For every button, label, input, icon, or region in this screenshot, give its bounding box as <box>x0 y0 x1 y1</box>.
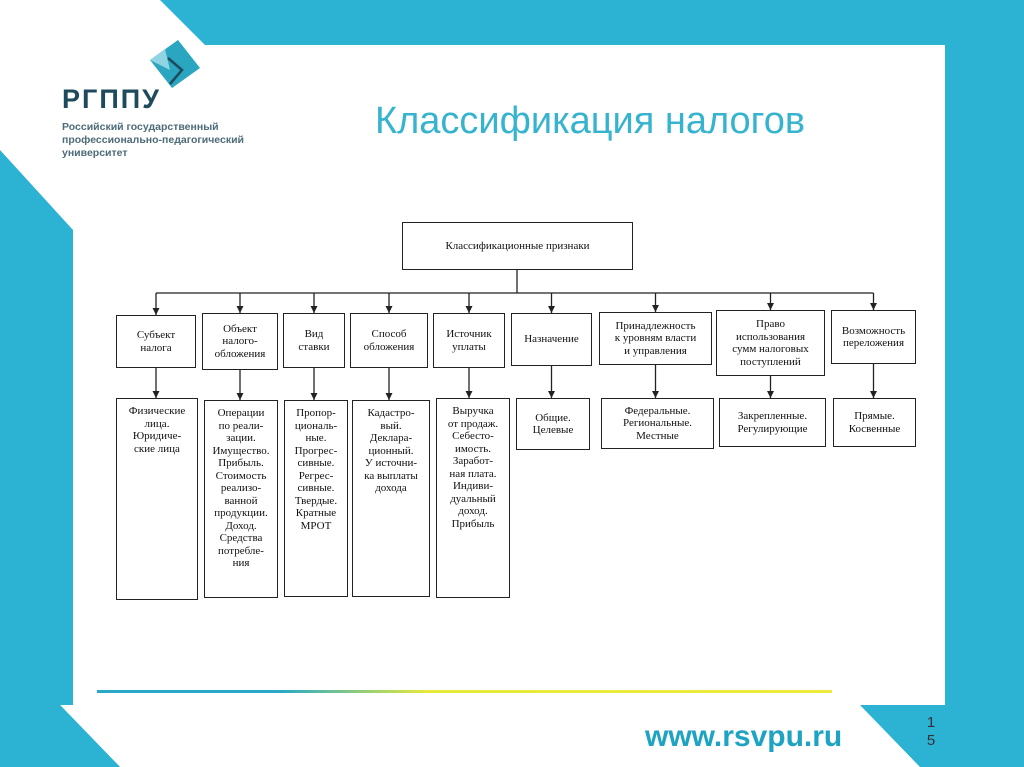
arrowhead-icon <box>465 391 473 398</box>
category-box: Вид ставки <box>283 313 345 368</box>
category-values-box: Выручка от продаж. Себесто- имость. Зара… <box>436 398 510 598</box>
category-values-box: Физические лица. Юридиче- ские лица <box>116 398 198 600</box>
arrowhead-icon <box>548 306 555 313</box>
category-box: Принадлежность к уровням власти и управл… <box>599 312 712 365</box>
arrowhead-icon <box>152 391 160 398</box>
arrowhead-icon <box>652 305 659 312</box>
page-number: 1 5 <box>926 714 936 749</box>
category-box: Возможность переложения <box>831 310 916 364</box>
category-values-box: Пропор- циональ- ные. Прогрес- сивные. Р… <box>284 400 348 597</box>
category-values-box: Операции по реали- зации. Имущество. При… <box>204 400 278 598</box>
arrowhead-icon <box>236 393 244 400</box>
category-values-box: Федеральные. Региональные. Местные <box>601 398 714 449</box>
footer-rule <box>97 690 832 693</box>
category-box: Назначение <box>511 313 592 366</box>
arrowhead-icon <box>385 393 393 400</box>
arrowhead-icon <box>548 391 555 398</box>
category-values-box: Общие. Целевые <box>516 398 590 450</box>
arrowhead-icon <box>870 303 877 310</box>
category-box: Субъект налога <box>116 315 196 368</box>
arrowhead-icon <box>236 306 244 313</box>
arrowhead-icon <box>152 308 160 315</box>
arrowhead-icon <box>385 306 393 313</box>
arrowhead-icon <box>767 303 774 310</box>
arrowhead-icon <box>310 306 318 313</box>
arrowhead-icon <box>465 306 473 313</box>
arrowhead-icon <box>767 391 774 398</box>
category-box: Способ обложения <box>350 313 428 368</box>
category-box: Право использования сумм налоговых посту… <box>716 310 825 376</box>
university-name: Российский государственный профессиональ… <box>62 121 244 159</box>
category-values-box: Закрепленные. Регулирующие <box>719 398 826 447</box>
website-url[interactable]: www.rsvpu.ru <box>645 720 843 753</box>
logo-abbreviation: РГППУ <box>62 84 161 114</box>
slide-title: Классификация налогов <box>374 100 806 142</box>
arrowhead-icon <box>310 393 318 400</box>
arrowhead-icon <box>652 391 659 398</box>
root-node: Классификационные признаки <box>402 222 633 270</box>
arrowhead-icon <box>870 391 877 398</box>
category-box: Объект налого- обложения <box>202 313 278 370</box>
category-values-box: Кадастро- вый. Деклара- ционный. У источ… <box>352 400 430 597</box>
category-box: Источник уплаты <box>433 313 505 368</box>
logo-icon <box>150 40 200 88</box>
category-values-box: Прямые. Косвенные <box>833 398 916 447</box>
